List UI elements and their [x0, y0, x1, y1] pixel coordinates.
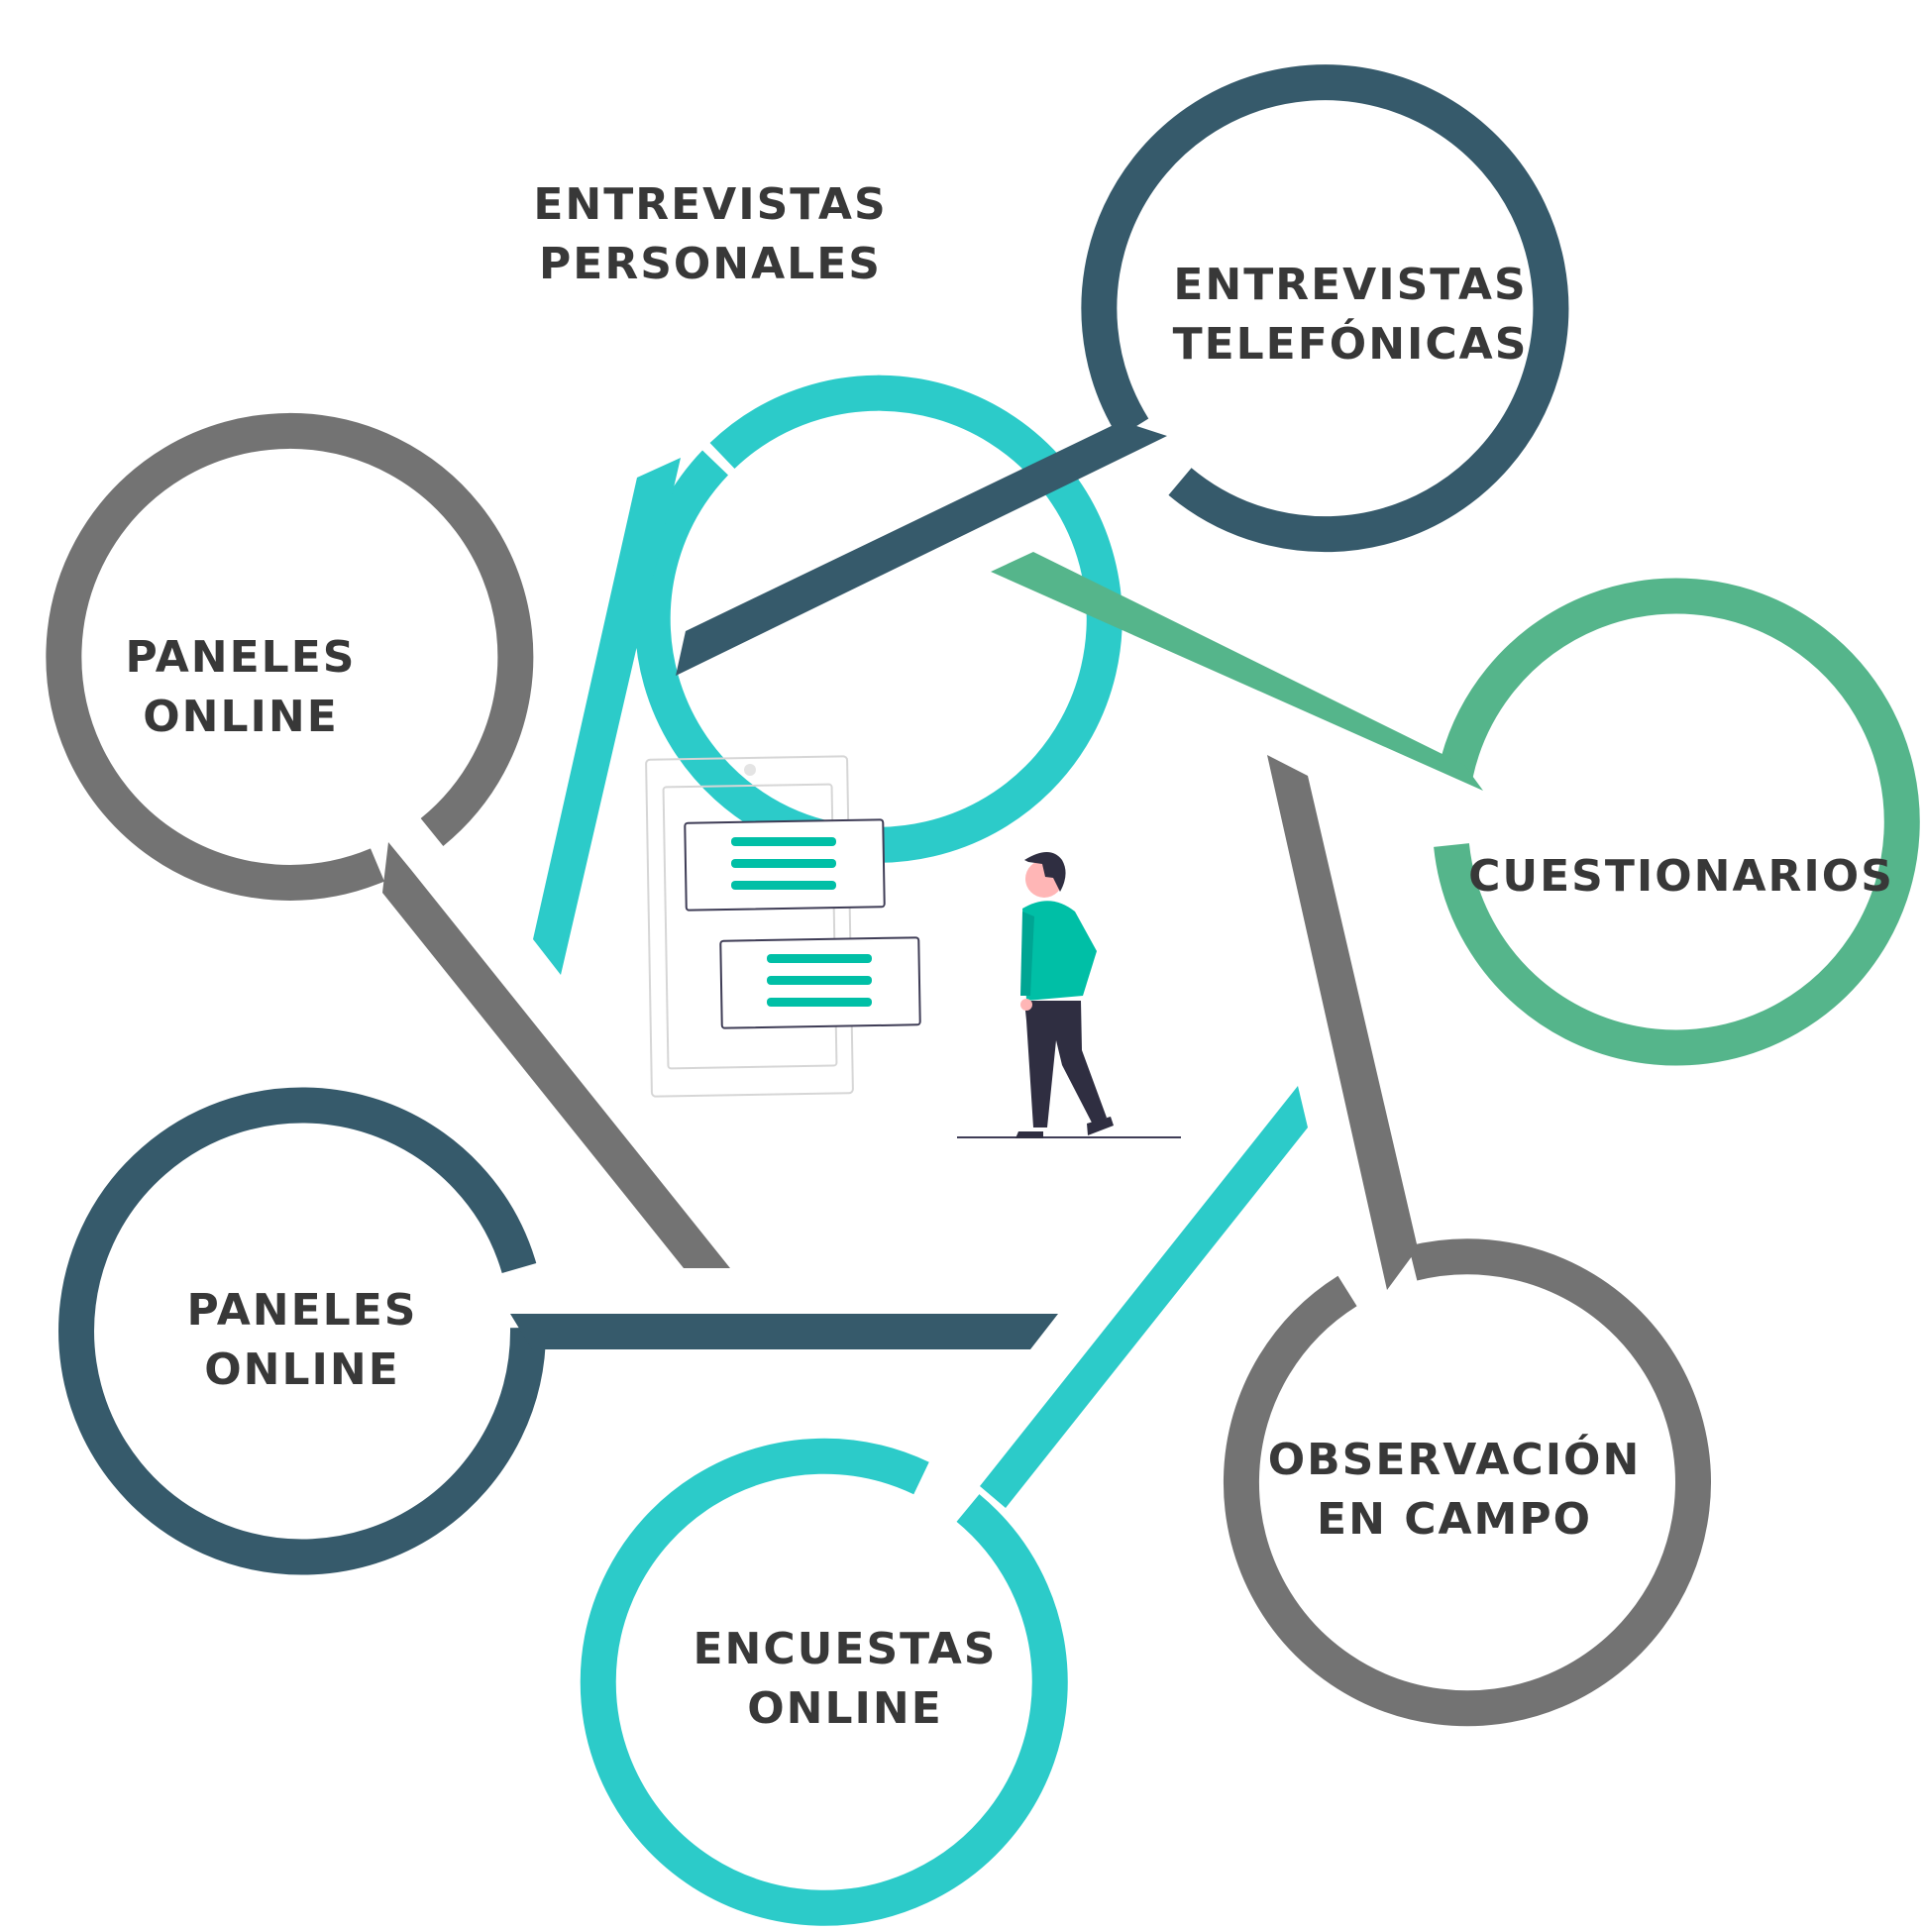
connector-encuestas-online [980, 1086, 1308, 1508]
connector-paneles-online-upper [382, 842, 730, 1268]
node-cuestionarios [991, 552, 1920, 1066]
ring-paneles-online-upper [46, 412, 534, 901]
ring-cuestionarios [1434, 578, 1920, 1066]
person-figure [957, 852, 1181, 1138]
phone-outline [645, 755, 854, 1098]
connector-entrevistas-telefonicas [676, 421, 1167, 676]
connector-paneles-online-lower [510, 1314, 1058, 1349]
ring-entrevistas-telefonicas [1081, 64, 1569, 553]
node-encuestas-online [580, 1086, 1308, 1926]
node-observacion-en-campo [1224, 755, 1711, 1727]
person-looking-at-mobile-screen-illustration [645, 755, 1181, 1138]
node-entrevistas-telefonicas [676, 64, 1569, 676]
node-entrevistas-personales [533, 375, 1122, 975]
connector-cuestionarios [991, 552, 1483, 791]
ring-observacion-en-campo [1224, 1238, 1711, 1727]
connector-entrevistas-personales [533, 458, 681, 975]
connector-observacion-en-campo [1267, 755, 1418, 1290]
ring-encuestas-online [580, 1438, 1068, 1926]
ring-paneles-online-lower [58, 1087, 547, 1575]
ring-entrevistas-personales [634, 375, 1122, 863]
message-card-2 [719, 936, 921, 1029]
message-card-1 [684, 818, 886, 912]
label-cuestionarios: CUESTIONARIOS [1468, 851, 1894, 902]
node-paneles-online-lower [58, 1087, 1058, 1575]
node-paneles-online-upper [46, 412, 730, 1268]
